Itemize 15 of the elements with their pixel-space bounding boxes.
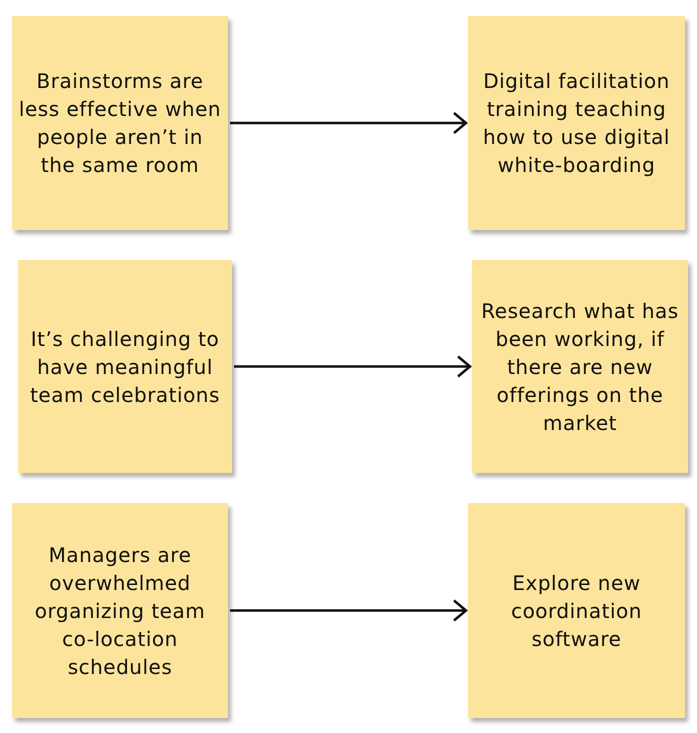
sticky-note [472,260,688,473]
note-text: Digital facilitation training teaching how to use digital white-boarding [482,68,671,179]
note-text: Explore new coordination software [510,570,643,652]
note-text: Research what has been working, if there are new offerings on the market [480,298,680,436]
sticky-note [18,260,232,473]
arrow [230,599,468,622]
sticky-note [468,503,685,718]
arrow [230,112,468,134]
sticky-note [468,16,685,230]
note-text: Brainstorms are less effective when people aren’t in the same room [18,68,222,179]
note-text: It’s challenging to have meaningful team celebrations [29,326,221,408]
sticky-note [12,16,228,230]
sticky-note [12,503,228,718]
note-text: Managers are overwhelmed organizing team co-location schedules [34,542,206,680]
arrow [234,355,472,378]
